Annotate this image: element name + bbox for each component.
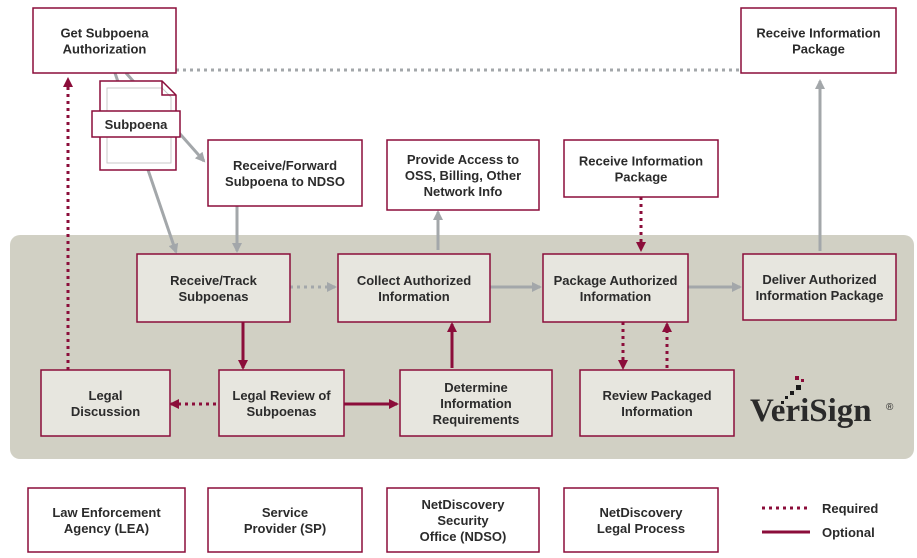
box-receive-forward-frame bbox=[207, 139, 363, 207]
box-get-subpoena-line: Authorization bbox=[63, 42, 147, 57]
box-determine-info-line: Information bbox=[440, 396, 512, 411]
connectors bbox=[63, 68, 825, 409]
box-ndlp-frame bbox=[563, 487, 719, 553]
box-deliver-auth-frame bbox=[742, 253, 897, 321]
box-collect-auth-line: Information bbox=[378, 289, 450, 304]
box-legal-discussion-frame bbox=[40, 369, 171, 437]
box-receive-info-top-frame bbox=[740, 7, 897, 74]
box-get-subpoena-frame bbox=[32, 7, 177, 74]
box-receive-info-top-line: Package bbox=[792, 42, 845, 57]
box-legal-review-frame bbox=[218, 369, 345, 437]
box-package-auth-line: Package Authorized bbox=[554, 273, 678, 288]
verisign-registered-mark: ® bbox=[886, 402, 894, 413]
box-provide-access-line: OSS, Billing, Other bbox=[405, 168, 521, 183]
box-review-packaged-line: Information bbox=[621, 404, 693, 419]
box-receive-forward-line: Subpoena to NDSO bbox=[225, 174, 345, 189]
box-receive-forward-line: Receive/Forward bbox=[233, 158, 337, 173]
legend-required-label: Required bbox=[822, 501, 878, 516]
legend-optional-label: Optional bbox=[822, 525, 875, 540]
box-legal-discussion-line: Discussion bbox=[71, 404, 140, 419]
verisign-logo: VeriSign ® bbox=[750, 376, 894, 429]
box-determine-info-line: Determine bbox=[444, 380, 508, 395]
box-ndlp-line: Legal Process bbox=[597, 521, 685, 536]
box-determine-info-line: Requirements bbox=[433, 412, 520, 427]
box-lea-line: Agency (LEA) bbox=[64, 521, 149, 536]
verisign-wordmark: VeriSign bbox=[750, 393, 872, 429]
subpoena-label-box bbox=[91, 110, 181, 138]
box-deliver-auth-line: Information Package bbox=[756, 288, 884, 303]
box-provide-access-line: Network Info bbox=[424, 184, 503, 199]
box-receive-info-mid-line: Package bbox=[615, 170, 668, 185]
box-receive-info-top-line: Receive Information bbox=[756, 26, 880, 41]
box-review-packaged-frame bbox=[579, 369, 735, 437]
box-determine-info-frame bbox=[399, 369, 553, 437]
box-sp-line: Service bbox=[262, 505, 308, 520]
box-collect-auth-frame bbox=[337, 253, 491, 323]
box-receive-info-mid-line: Receive Information bbox=[579, 154, 703, 169]
box-ndso-line: Office (NDSO) bbox=[420, 529, 507, 544]
box-ndso-frame bbox=[386, 487, 540, 553]
box-ndso-line: Security bbox=[437, 513, 489, 528]
box-receive-track-line: Subpoenas bbox=[178, 289, 248, 304]
box-review-packaged-line: Review Packaged bbox=[602, 388, 711, 403]
box-ndlp-line: NetDiscovery bbox=[599, 505, 683, 520]
box-receive-track-line: Receive/Track bbox=[170, 273, 258, 288]
box-deliver-auth-line: Deliver Authorized bbox=[762, 272, 876, 287]
box-package-auth-line: Information bbox=[580, 289, 652, 304]
box-lea-line: Law Enforcement bbox=[52, 505, 161, 520]
verisign-checkmark-icon bbox=[781, 385, 801, 404]
subpoena-label: Subpoena bbox=[105, 117, 169, 132]
box-sp-line: Provider (SP) bbox=[244, 521, 326, 536]
subpoena-document-icon: Subpoena bbox=[91, 80, 181, 171]
box-sp-frame bbox=[207, 487, 363, 553]
box-get-subpoena-line: Get Subpoena bbox=[60, 26, 149, 41]
box-provide-access-line: Provide Access to bbox=[407, 152, 519, 167]
box-ndso-line: NetDiscovery bbox=[421, 497, 505, 512]
box-provide-access-frame bbox=[386, 139, 540, 211]
box-collect-auth-line: Collect Authorized bbox=[357, 273, 471, 288]
box-lea-frame bbox=[27, 487, 186, 553]
box-legal-discussion-line: Legal bbox=[89, 388, 123, 403]
box-legal-review-line: Subpoenas bbox=[246, 404, 316, 419]
box-receive-track-frame bbox=[136, 253, 291, 323]
box-package-auth-frame bbox=[542, 253, 689, 323]
legend: Required Optional bbox=[762, 501, 878, 540]
box-receive-info-mid-frame bbox=[563, 139, 719, 198]
box-legal-review-line: Legal Review of bbox=[232, 388, 331, 403]
